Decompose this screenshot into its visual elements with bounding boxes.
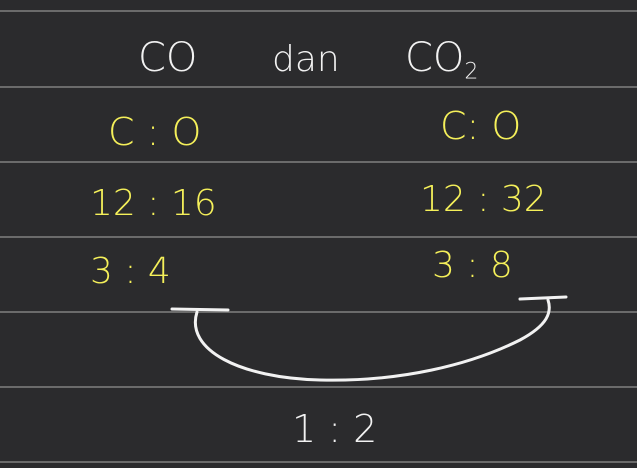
curve-path — [193, 298, 551, 382]
right-end-bar — [518, 295, 568, 301]
title-right-formula: CO2 — [405, 38, 478, 84]
left-row-elements: C : O — [108, 110, 202, 154]
right-row-masses: 12 : 32 — [420, 179, 547, 220]
ruled-line — [0, 311, 637, 313]
title-right-base: CO — [405, 35, 465, 81]
ruled-line — [0, 10, 637, 12]
right-row-ratio: 3 : 8 — [432, 245, 513, 286]
title-left-formula: CO — [138, 35, 198, 81]
title-right-subscript: 2 — [464, 59, 479, 85]
ruled-line — [0, 461, 637, 463]
title-connector: dan — [272, 39, 340, 80]
right-row-elements: C: O — [440, 104, 522, 148]
result-ratio: 1 : 2 — [292, 407, 378, 451]
ruled-line — [0, 86, 637, 88]
ruled-line — [0, 161, 637, 163]
ruled-line — [0, 386, 637, 388]
left-row-masses: 12 : 16 — [90, 183, 217, 224]
left-row-ratio: 3 : 4 — [90, 251, 171, 292]
ruled-line — [0, 236, 637, 238]
left-end-bar — [170, 307, 230, 312]
